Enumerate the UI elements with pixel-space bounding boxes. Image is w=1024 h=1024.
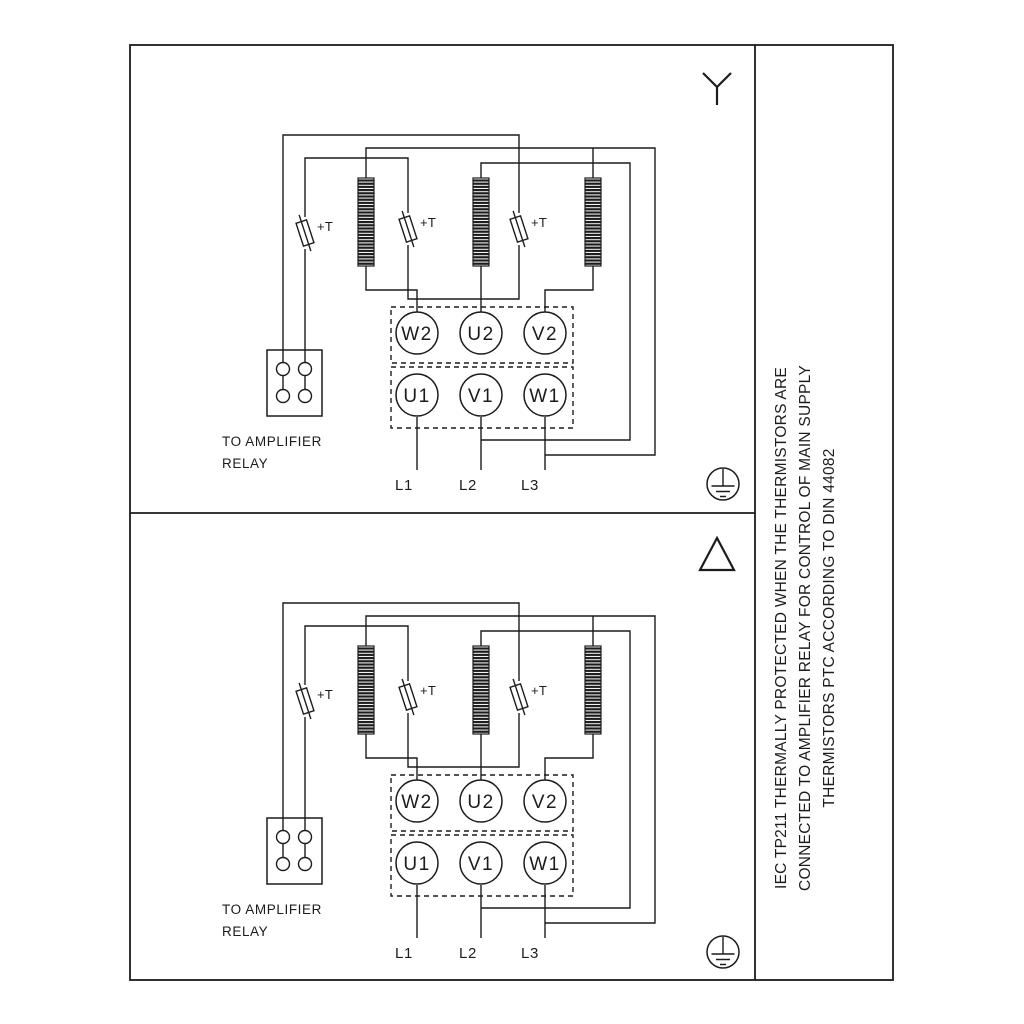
terminal-label-w2: W2 (401, 324, 433, 345)
amplifier-relay-note-line-2: RELAY (222, 456, 268, 471)
terminal-label-u2: U2 (467, 324, 494, 345)
thermistor-label-2: +T (420, 215, 436, 230)
star-connection-icon (702, 72, 732, 105)
delta-connection-panel: W2 U2 V2 U1 V1 W1 +T +T +T TO AMPLIFIER … (222, 535, 740, 969)
thermistor-label-3: +T (531, 215, 547, 230)
thermistor-label-1: +T (317, 219, 333, 234)
delta-panel-labels: W2 U2 V2 U1 V1 W1 +T +T +T TO AMPLIFIER … (222, 683, 561, 962)
diagram-frame (129, 44, 894, 981)
terminal-label-u1: U1 (403, 386, 430, 407)
thermistor-label-1: +T (317, 687, 333, 702)
star-panel-labels: W2 U2 V2 U1 V1 W1 +T +T +T TO AMPLIFIER … (222, 215, 561, 494)
side-note-line-2: CONNECTED TO AMPLIFIER RELAY FOR CONTROL… (797, 365, 814, 891)
supply-label-l3: L3 (521, 945, 539, 962)
panel-circuit-artwork (266, 602, 740, 969)
terminal-label-w1: W1 (529, 854, 561, 875)
supply-label-l2: L2 (459, 477, 477, 494)
supply-label-l3: L3 (521, 477, 539, 494)
terminal-label-v2: V2 (532, 792, 558, 813)
supply-label-l2: L2 (459, 945, 477, 962)
side-note-line-3: THERMISTORS PTC ACCORDING TO DIN 44082 (821, 448, 838, 807)
supply-label-l1: L1 (395, 477, 413, 494)
amplifier-relay-note-line-1: TO AMPLIFIER (222, 902, 322, 917)
terminal-label-v1: V1 (468, 386, 494, 407)
delta-connection-icon (698, 535, 736, 572)
terminal-label-v2: V2 (532, 324, 558, 345)
terminal-label-u2: U2 (467, 792, 494, 813)
side-note-line-1: IEC TP211 THERMALLY PROTECTED WHEN THE T… (773, 367, 790, 889)
terminal-label-u1: U1 (403, 854, 430, 875)
terminal-label-w1: W1 (529, 386, 561, 407)
supply-label-l1: L1 (395, 945, 413, 962)
panel-circuit-artwork (266, 134, 740, 501)
star-connection-panel: W2 U2 V2 U1 V1 W1 +T +T +T TO AMPLIFIER … (222, 72, 740, 501)
terminal-label-v1: V1 (468, 854, 494, 875)
amplifier-relay-note-line-1: TO AMPLIFIER (222, 434, 322, 449)
thermistor-label-3: +T (531, 683, 547, 698)
amplifier-relay-note-line-2: RELAY (222, 924, 268, 939)
terminal-label-w2: W2 (401, 792, 433, 813)
side-note: IEC TP211 THERMALLY PROTECTED WHEN THE T… (773, 365, 838, 891)
thermistor-label-2: +T (420, 683, 436, 698)
